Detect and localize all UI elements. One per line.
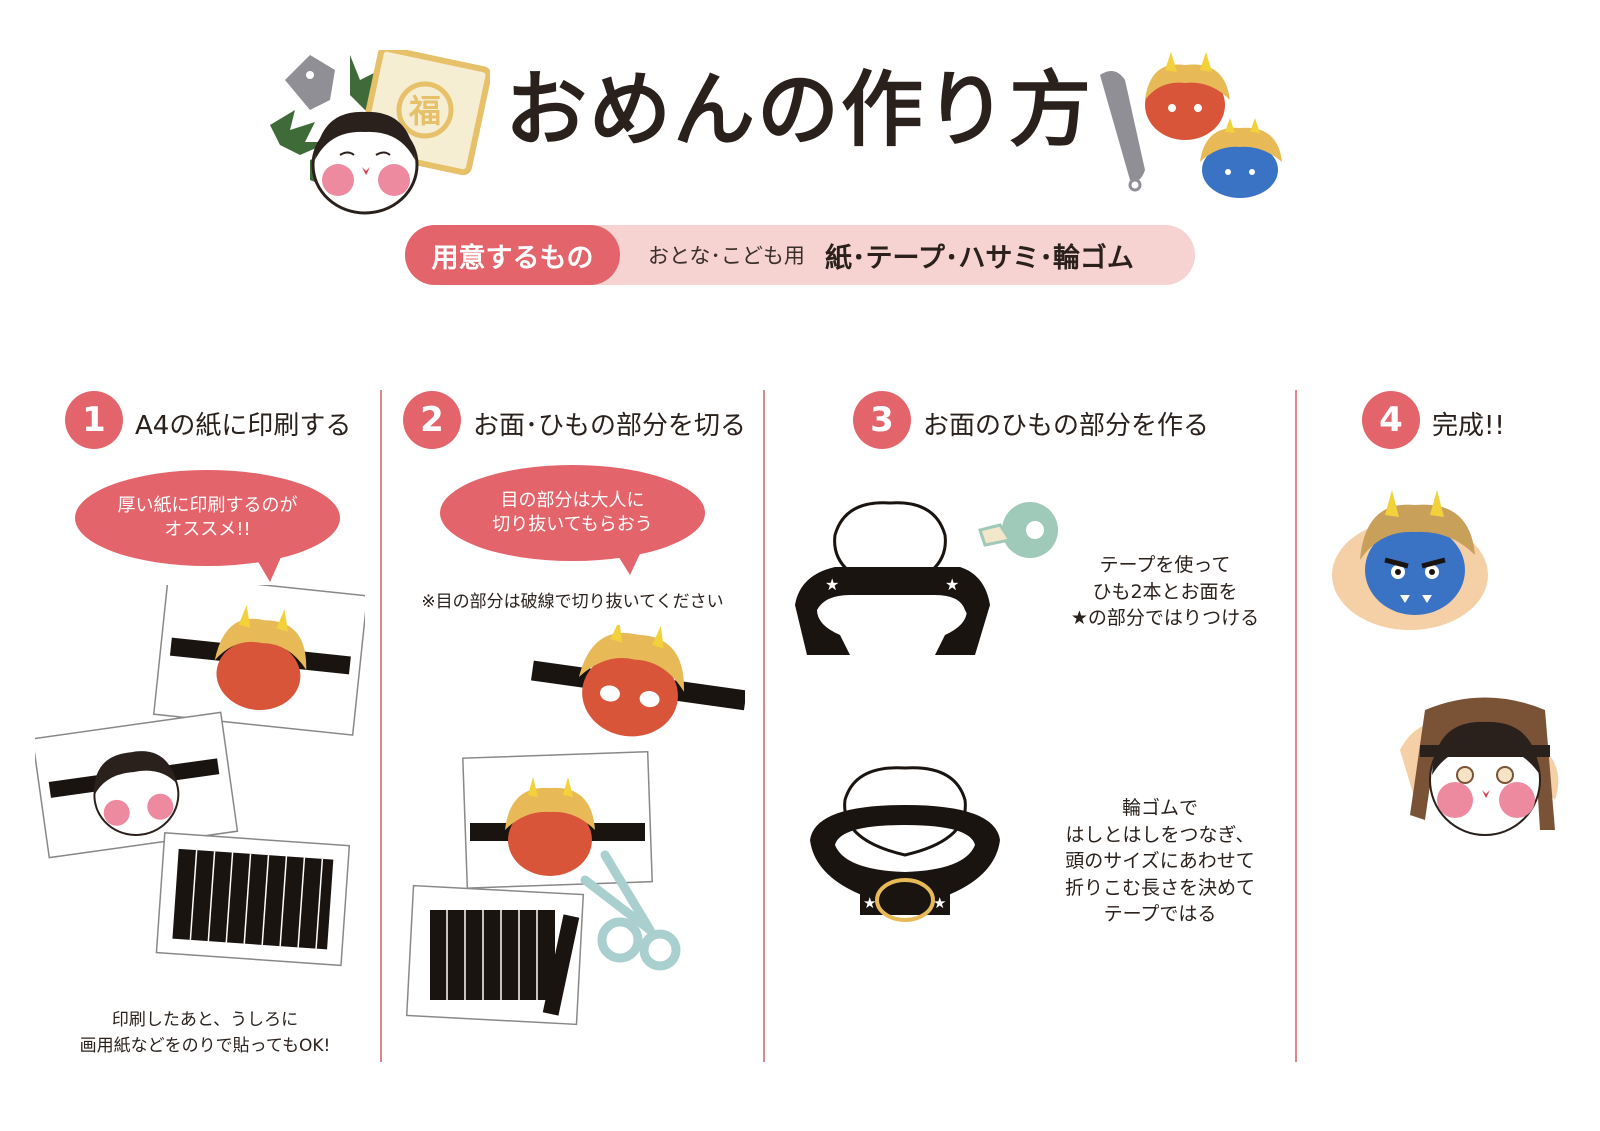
- svg-text:★: ★: [945, 575, 959, 594]
- step-3-number: 3: [853, 391, 911, 449]
- step-2-note: ※目の部分は破線で切り抜いてください: [421, 592, 724, 612]
- page-title: おめんの作り方: [505, 63, 1094, 158]
- bubble-tail: [250, 548, 285, 582]
- step-1-note: 印刷したあと、うしろに 画用紙などをのりで貼ってもOK!: [79, 1010, 331, 1056]
- required-items-bar: 用意するもの おとな･こども用 紙･テープ･ハサミ･輪ゴム: [405, 225, 1195, 285]
- bubble-tail: [610, 543, 645, 575]
- tape-band-illustration: ★ ★: [795, 501, 1058, 655]
- step-1-title: A4の紙に印刷する: [135, 411, 352, 441]
- required-items-audience: おとな･こども用: [648, 244, 805, 268]
- finished-oni-mask: [1332, 490, 1488, 630]
- svg-text:★: ★: [825, 575, 839, 594]
- column-divider: [1295, 390, 1297, 1062]
- svg-text:★: ★: [933, 894, 946, 912]
- step-3-rubber-band-instructions: 輪ゴムで はしとはしをつなぎ、 頭のサイズにあわせて 折りこむ長さを決めて テー…: [1064, 797, 1255, 926]
- printed-sheets-illustration: [35, 585, 365, 967]
- step-1-number: 1: [65, 391, 123, 449]
- required-items-list: 紙･テープ･ハサミ･輪ゴム: [825, 242, 1134, 274]
- oni-decoration-illustration: [1100, 52, 1282, 198]
- finished-okame-mask: [1400, 697, 1559, 836]
- step-3-title: お面のひもの部分を作る: [923, 411, 1210, 441]
- step-2-number: 2: [403, 391, 461, 449]
- rubber-band-illustration: ★ ★: [810, 766, 1000, 922]
- cutting-mask-illustration: [405, 625, 745, 1026]
- step-4-number: 4: [1362, 391, 1420, 449]
- step-2-title: お面･ひもの部分を切る: [473, 411, 747, 441]
- step-1-tip-bubble: 厚い紙に印刷するのが オススメ!!: [75, 470, 340, 566]
- fuku-character: 福: [408, 92, 441, 130]
- required-items-label: 用意するもの: [405, 225, 620, 285]
- step-3-tape-instructions: テープを使って ひも2本とお面を ★の部分ではりつける: [1070, 554, 1260, 630]
- column-divider: [763, 390, 765, 1062]
- svg-text:★: ★: [863, 894, 876, 912]
- column-divider: [380, 390, 382, 1062]
- step-2-tip-bubble: 目の部分は大人に 切り抜いてもらおう: [440, 465, 705, 561]
- okame-decoration-illustration: 福: [270, 50, 490, 215]
- step-4-title: 完成!!: [1432, 411, 1505, 441]
